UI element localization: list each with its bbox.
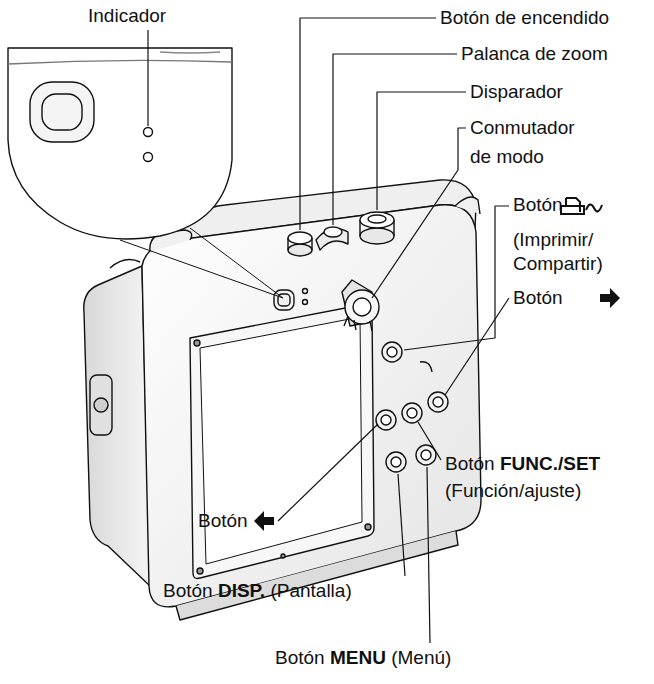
- indicator-label: Indicador: [88, 5, 166, 26]
- part-label: Botón: [275, 647, 325, 668]
- zoom-lever-label: Palanca de zoom: [461, 43, 608, 64]
- button-description: (Pantalla): [270, 580, 351, 601]
- button-name: MENU: [330, 647, 386, 668]
- label-group: (Imprimir/ Compartir): [513, 228, 631, 276]
- button-description: (Función/ajuste): [445, 480, 581, 501]
- label-group: Palanca de zoom: [461, 42, 608, 65]
- power-button-label: Botón de encendido: [440, 7, 609, 28]
- right-arrow-icon: [600, 288, 620, 308]
- label-group: Botón FUNC./SET: [445, 452, 600, 475]
- part-label: Botón: [445, 453, 495, 474]
- part-label: Botón: [163, 580, 213, 601]
- label-group: Botón: [513, 286, 563, 309]
- print-share-icon: [561, 198, 602, 214]
- label-group: Botón MENU (Menú): [275, 646, 451, 669]
- label-group: Conmutador de modo: [470, 113, 595, 171]
- label-group: (Función/ajuste): [445, 479, 581, 502]
- label-group: Indicador: [88, 4, 166, 27]
- label-group: Botón de encendido: [440, 6, 609, 29]
- label-group: Botón: [198, 509, 248, 532]
- label-group: Botón: [513, 193, 563, 216]
- part-label: Botón: [513, 287, 563, 308]
- part-label: Botón: [198, 510, 248, 531]
- button-name: DISP.: [218, 580, 265, 601]
- button-description: (Imprimir/ Compartir): [513, 229, 603, 274]
- button-name: FUNC./SET: [500, 453, 600, 474]
- mode-switch-label: Conmutador de modo: [470, 117, 575, 167]
- label-group: Botón DISP. (Pantalla): [163, 579, 352, 602]
- shutter-label: Disparador: [470, 81, 563, 102]
- left-arrow-icon: [254, 511, 274, 531]
- label-group: Disparador: [470, 80, 563, 103]
- part-label: Botón: [513, 194, 563, 215]
- button-description: (Menú): [391, 647, 451, 668]
